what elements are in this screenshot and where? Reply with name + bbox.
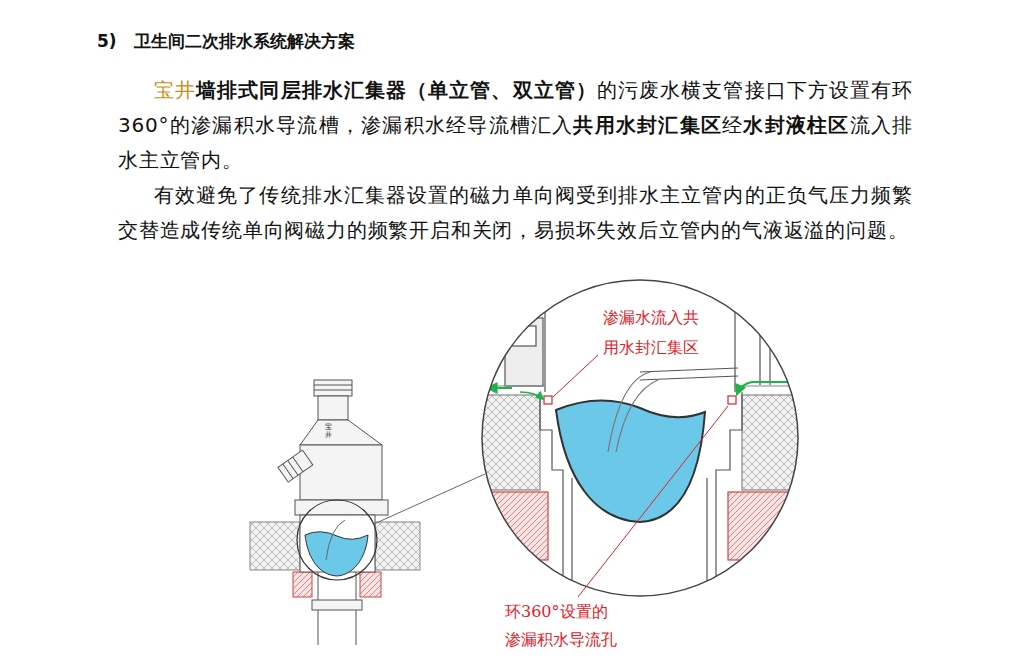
body-text: 有效避免了传统排水汇集器设置的磁力单向阀受到排水主立管内的正负气压力频繁交替造成… xyxy=(118,183,913,242)
callout-label: 渗漏水流入共用水封汇集区 xyxy=(603,303,704,363)
section-heading: 5) 卫生间二次排水系统解决方案 xyxy=(97,31,355,51)
body-text: 经 xyxy=(722,113,743,137)
product-drawing xyxy=(250,380,420,645)
paragraph: 宝井墙排式同层排水汇集器（单立管、双立管）的污废水横支管接口下方设置有环360°… xyxy=(118,73,913,178)
highlight-term: 水封液柱区 xyxy=(743,113,849,137)
zoom-detail xyxy=(470,272,812,600)
highlight-term: 墙排式同层排水汇集器（单立管、双立管） xyxy=(196,78,597,102)
heading-holder: 5) 卫生间二次排水系统解决方案 xyxy=(97,30,355,53)
paragraph: 有效避免了传统排水汇集器设置的磁力单向阀受到排水主立管内的正负气压力频繁交替造成… xyxy=(118,178,913,248)
highlight-term: 共用水封汇集区 xyxy=(573,113,722,137)
callout-label: 环360°设置的渗漏积水导流孔 xyxy=(505,598,622,654)
brand-name: 宝井 xyxy=(154,78,196,102)
zoom-line xyxy=(374,474,485,524)
logo-text: 宝井 xyxy=(325,423,332,439)
